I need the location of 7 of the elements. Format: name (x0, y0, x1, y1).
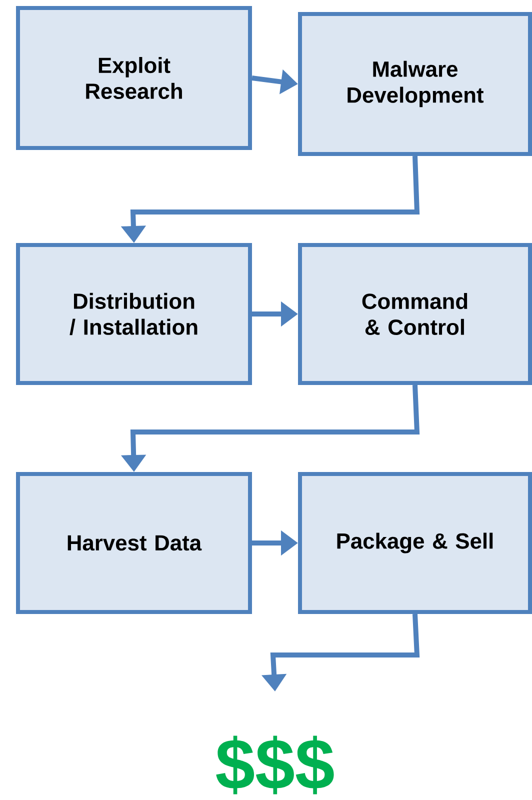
process-box: Harvest Data (16, 472, 252, 614)
process-box: Package & Sell (298, 472, 532, 614)
process-box: Command & Control (298, 243, 532, 385)
process-box: Exploit Research (16, 6, 252, 150)
money-text: $$$ (216, 736, 334, 794)
process-box: Distribution / Installation (16, 243, 252, 385)
process-box: Malware Development (298, 12, 532, 156)
